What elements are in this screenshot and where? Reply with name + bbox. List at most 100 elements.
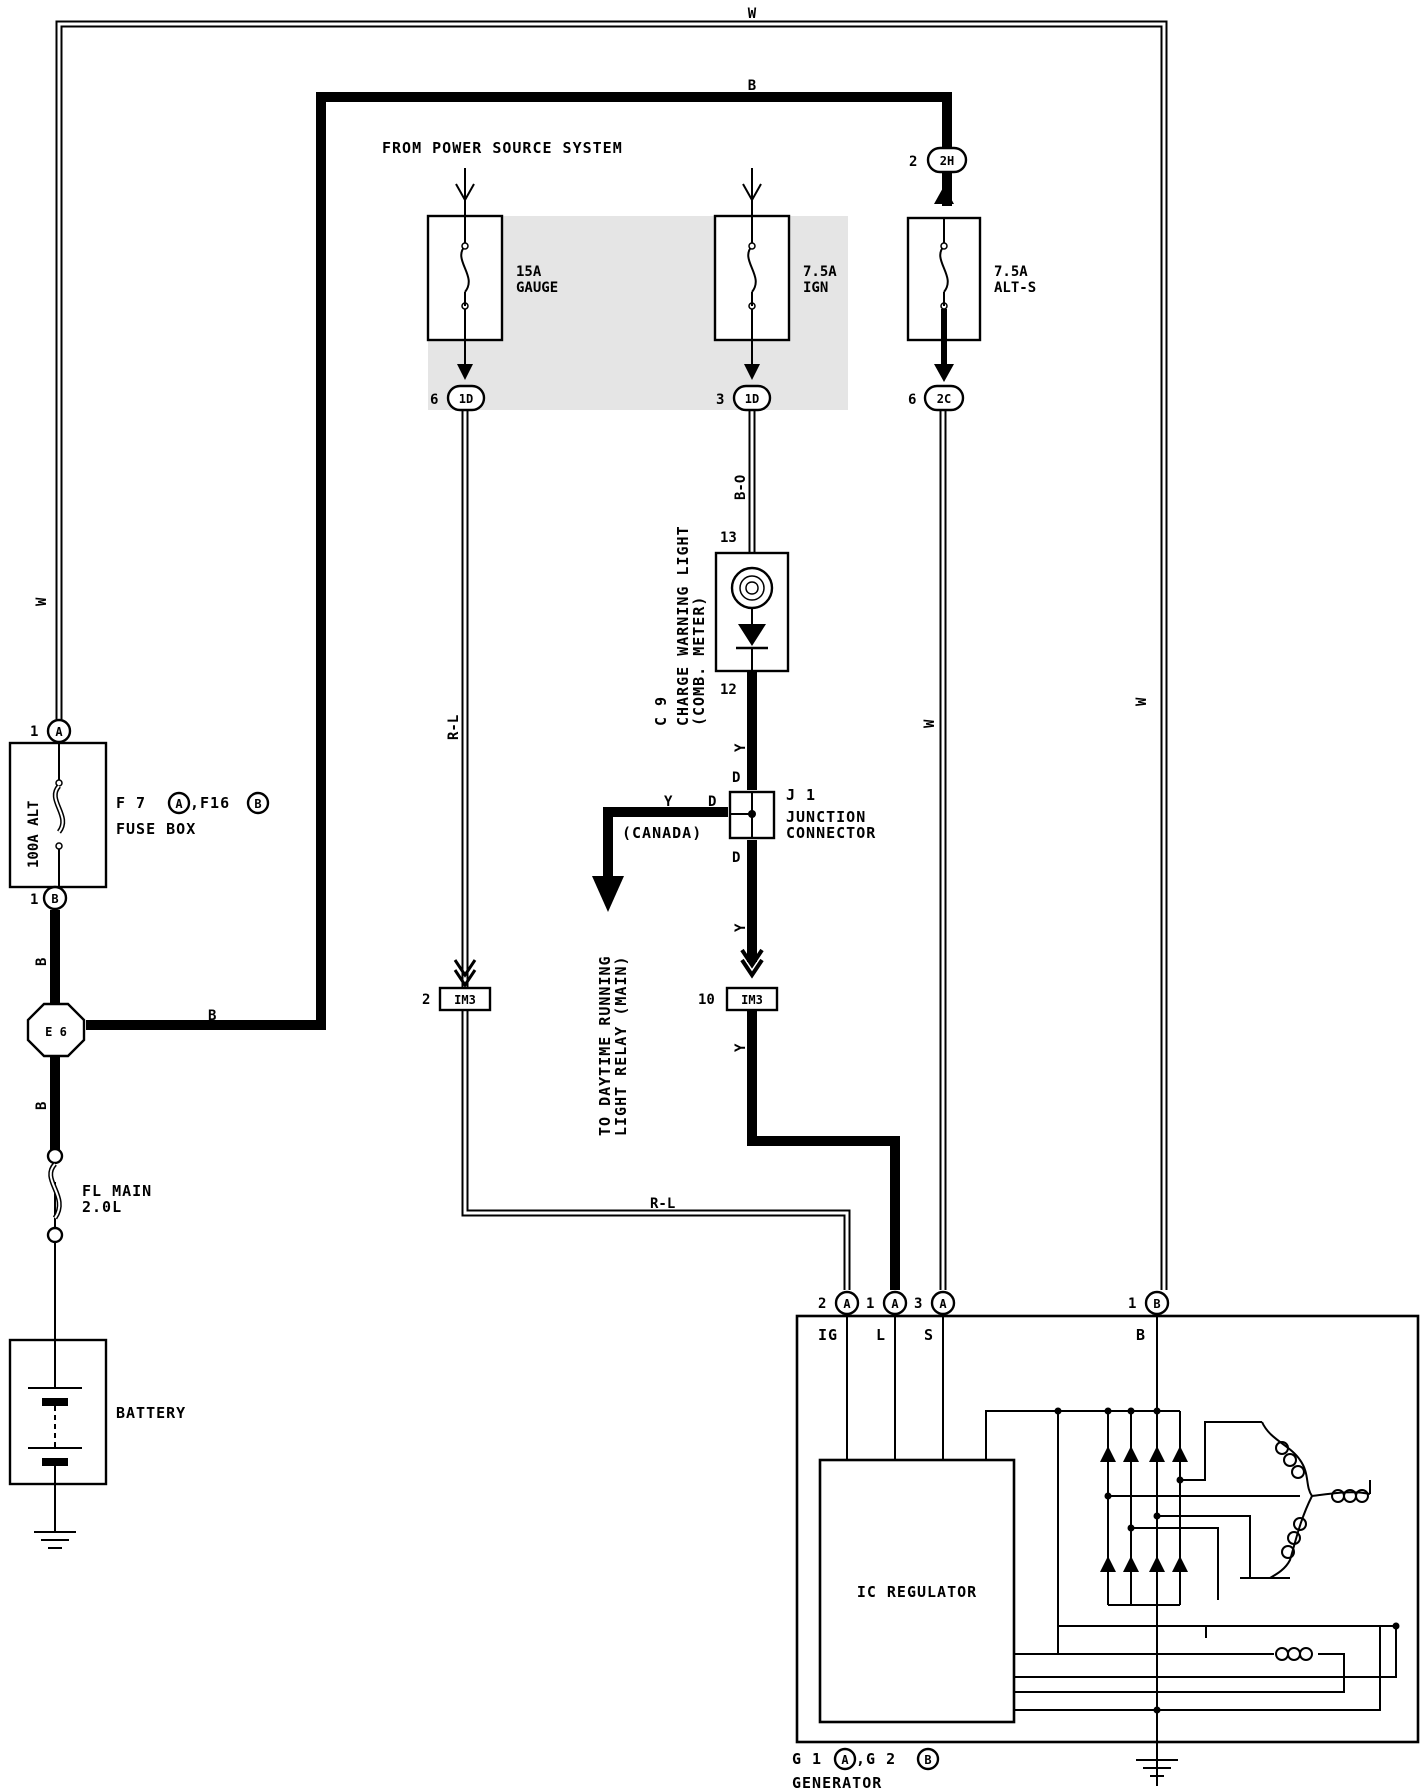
junction-pin-d-top: D bbox=[732, 770, 740, 786]
connector-2c: 2C bbox=[923, 384, 965, 412]
connector-gen-s: A bbox=[930, 1290, 956, 1316]
fl-main-label-2: 2.0L bbox=[82, 1198, 122, 1216]
pin-gen-2: 2 bbox=[818, 1296, 826, 1312]
fuse-alts-name: ALT-S bbox=[994, 280, 1036, 296]
junction-pin-d-bottom: D bbox=[732, 850, 740, 866]
connector-im3-rl: IM3 bbox=[438, 986, 492, 1012]
pin-charge-12: 12 bbox=[720, 682, 737, 698]
fuse-100a-alt-label: 100A ALT bbox=[26, 801, 42, 868]
pin-f7-1: 1 bbox=[30, 724, 38, 740]
wire-label-y-3: Y bbox=[733, 1043, 749, 1052]
wire-b-main bbox=[86, 92, 952, 1030]
wire-label-b-left-2: B bbox=[34, 1102, 50, 1110]
connector-gen-ig: A bbox=[834, 1290, 860, 1316]
connector-f16-b-pin1: B bbox=[42, 885, 68, 911]
fuse-ign-name: IGN bbox=[803, 280, 828, 296]
drl-arrow bbox=[592, 876, 624, 912]
svg-text:B: B bbox=[924, 1753, 931, 1767]
wire-label-bo: B-O bbox=[733, 475, 749, 500]
term-s: S bbox=[924, 1326, 934, 1344]
wire-r-l bbox=[461, 408, 851, 1290]
arrow-y-im3 bbox=[740, 948, 764, 979]
junction-pin-d-left: D bbox=[708, 794, 716, 810]
wire-label-y-2: Y bbox=[733, 923, 749, 932]
junction-connector-j1 bbox=[728, 790, 776, 840]
junction-ref: J 1 bbox=[786, 786, 816, 804]
connector-1d-ign: 1D bbox=[732, 384, 772, 412]
wire-label-w-right: W bbox=[1134, 697, 1150, 706]
svg-text:A: A bbox=[175, 797, 183, 811]
svg-text:B: B bbox=[254, 797, 261, 811]
generator-ref-circle-b: B bbox=[916, 1747, 940, 1771]
connector-gen-b: B bbox=[1144, 1290, 1170, 1316]
field-coil bbox=[1014, 1622, 1400, 1714]
fuse-ign-amp: 7.5A bbox=[803, 264, 837, 280]
fusebox-ref-mid: ,F16 bbox=[190, 794, 230, 812]
connector-2h: 2H bbox=[926, 146, 968, 174]
fuse-gauge-amp: 15A bbox=[516, 264, 542, 280]
svg-text:2H: 2H bbox=[940, 154, 954, 168]
wire-label-rl-vert: R-L bbox=[446, 715, 462, 740]
wire-y-drl bbox=[603, 807, 728, 880]
svg-text:A: A bbox=[939, 1297, 947, 1311]
ground-generator-icon bbox=[1136, 1742, 1178, 1777]
svg-text:A: A bbox=[55, 725, 63, 739]
connector-im3-y: IM3 bbox=[725, 986, 779, 1012]
ground-battery-icon bbox=[34, 1484, 76, 1549]
fuse-gauge-name: GAUGE bbox=[516, 280, 558, 296]
drl-label-1: TO DAYTIME RUNNING bbox=[596, 955, 614, 1136]
junction-name-2: CONNECTOR bbox=[786, 824, 876, 842]
fusebox-ref-circle-a: A bbox=[167, 791, 191, 815]
wire-label-w-left: W bbox=[34, 597, 50, 606]
svg-text:A: A bbox=[841, 1753, 849, 1767]
fuse-gauge bbox=[426, 214, 504, 380]
wire-label-rl-horiz: R-L bbox=[650, 1196, 675, 1212]
wire-label-y-1: Y bbox=[733, 743, 749, 752]
svg-text:E 6: E 6 bbox=[45, 1025, 67, 1039]
pin-2h: 2 bbox=[909, 154, 917, 170]
arrow-rl-im3 bbox=[453, 959, 477, 988]
generator-ref-prefix: G 1 bbox=[792, 1750, 822, 1768]
pin-1d-3: 3 bbox=[716, 392, 724, 408]
pin-im3-2: 2 bbox=[422, 992, 430, 1008]
connector-gen-l: A bbox=[882, 1290, 908, 1316]
fuse-alt-s bbox=[906, 186, 982, 382]
pin-gen-1: 1 bbox=[866, 1296, 874, 1312]
rectifier-bridge bbox=[985, 1407, 1300, 1638]
svg-text:A: A bbox=[843, 1297, 851, 1311]
battery bbox=[8, 1338, 108, 1486]
svg-text:A: A bbox=[891, 1297, 899, 1311]
term-b: B bbox=[1136, 1326, 1146, 1344]
stator-coil-loops bbox=[1275, 1441, 1369, 1559]
generator-name: GENERATOR bbox=[792, 1774, 882, 1790]
pin-charge-13: 13 bbox=[720, 530, 737, 546]
ground-point-e6: E 6 bbox=[26, 1002, 86, 1058]
fusebox-ref-circle-b: B bbox=[246, 791, 270, 815]
fl-main-label-1: FL MAIN bbox=[82, 1182, 152, 1200]
wire-label-w-alts: W bbox=[922, 719, 938, 728]
svg-text:B: B bbox=[1153, 1297, 1160, 1311]
wire-label-b-e6: B bbox=[208, 1008, 216, 1024]
ic-regulator bbox=[818, 1458, 1016, 1724]
stator-coils bbox=[1240, 1421, 1371, 1579]
wire-w-top-loop bbox=[55, 20, 1168, 1290]
pin-2c-6: 6 bbox=[908, 392, 916, 408]
charge-light-name-2: (COMB. METER) bbox=[690, 596, 708, 726]
connector-f7-a-pin1: A bbox=[46, 718, 72, 744]
wire-label-b-left-1: B bbox=[34, 958, 50, 966]
junction-name-1: JUNCTION bbox=[786, 808, 866, 826]
battery-label: BATTERY bbox=[116, 1404, 186, 1422]
charge-light-ref: C 9 bbox=[652, 696, 670, 726]
wire-label-b-top: B bbox=[748, 78, 756, 94]
term-ig: IG bbox=[818, 1326, 838, 1344]
svg-text:2C: 2C bbox=[937, 392, 951, 406]
svg-text:IM3: IM3 bbox=[454, 993, 476, 1007]
charge-warning-light bbox=[714, 551, 790, 673]
arrow-gauge-in bbox=[455, 168, 475, 203]
fuse-alts-amp: 7.5A bbox=[994, 264, 1028, 280]
connector-1d-gauge: 1D bbox=[446, 384, 486, 412]
generator-ref-circle-a: A bbox=[833, 1747, 857, 1771]
canada-label: (CANADA) bbox=[622, 824, 702, 842]
svg-text:B: B bbox=[51, 892, 58, 906]
